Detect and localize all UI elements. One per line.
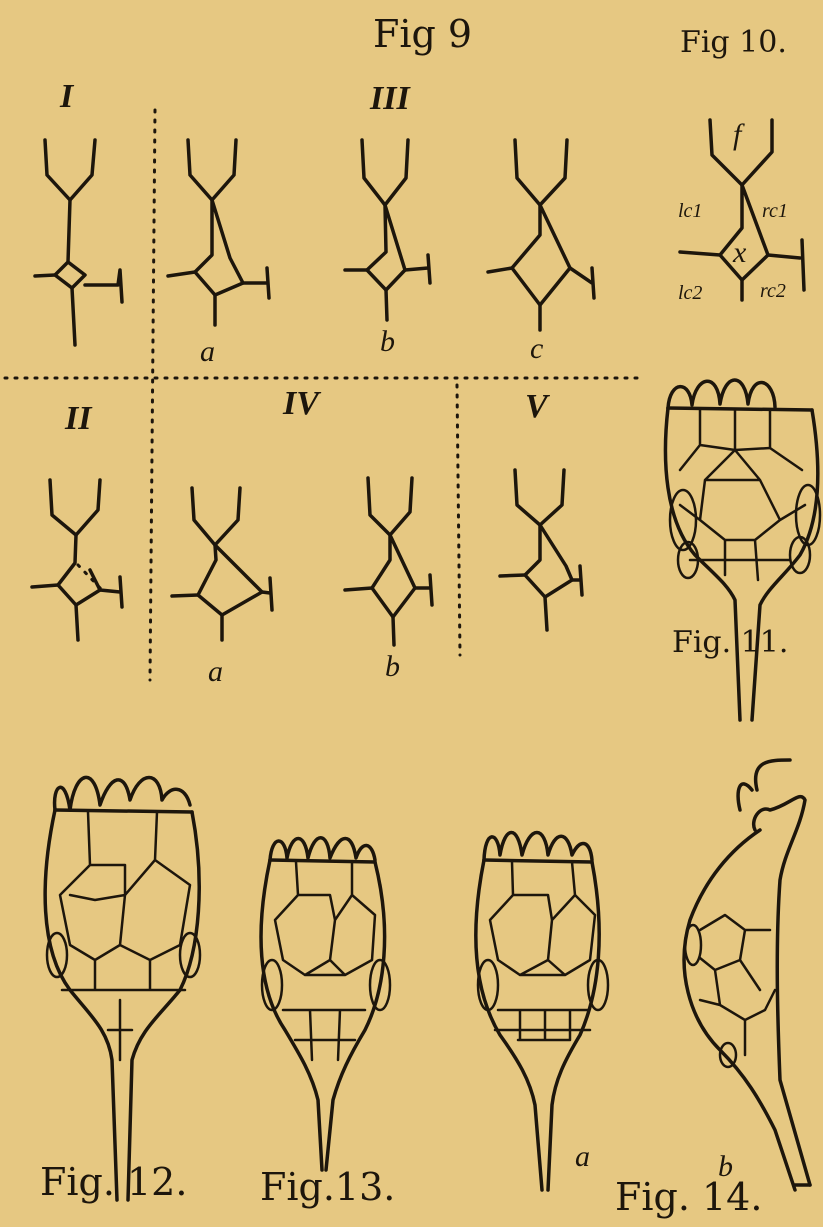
fig14b-drawing (684, 760, 810, 1190)
fig10-f-label: f (733, 118, 741, 152)
fig10-lc1-label: lc1 (678, 200, 702, 223)
fig9-III-c-label: c (530, 332, 543, 366)
fig9-label: Fig 9 (373, 12, 472, 56)
fig9-variant-IVb (345, 478, 432, 645)
fig9-variant-V (500, 470, 582, 630)
fig11-label: Fig. 11. (672, 625, 788, 660)
fig9-variant-IIIc (488, 140, 594, 330)
fig10-rc1-label: rc1 (762, 200, 788, 223)
fig9-variant-IIIa (168, 140, 269, 325)
fig9-III-b-label: b (380, 325, 395, 359)
fig13-label: Fig.13. (260, 1165, 395, 1209)
fig9-variant-I (35, 140, 122, 345)
fig9-variant-IVa (172, 488, 272, 640)
fig13-drawing (261, 838, 390, 1170)
fig10-rc2-label: rc2 (760, 280, 786, 303)
fig14-label: Fig. 14. (615, 1175, 762, 1219)
fig9-variant-IIIb (345, 140, 430, 320)
fig12-drawing (45, 777, 200, 1200)
fig10-lc2-label: lc2 (678, 282, 702, 305)
roman-II-label: II (65, 400, 91, 438)
roman-V-label: V (525, 388, 548, 426)
roman-IV-label: IV (283, 385, 319, 423)
fig9-III-a-label: a (200, 335, 215, 369)
fig11-drawing (665, 380, 820, 720)
fig10-label: Fig 10. (680, 25, 787, 60)
fig12-label: Fig. 12. (40, 1160, 187, 1204)
roman-III-label: III (370, 80, 410, 118)
fig9-IV-b-label: b (385, 650, 400, 684)
fig10-x-label: x (733, 236, 746, 270)
fig9-IV-a-label: a (208, 655, 223, 689)
fig9-variant-II (32, 480, 122, 640)
fig14a-drawing (476, 833, 608, 1191)
fig14-a-label: a (575, 1140, 590, 1174)
roman-I-label: I (60, 78, 73, 116)
